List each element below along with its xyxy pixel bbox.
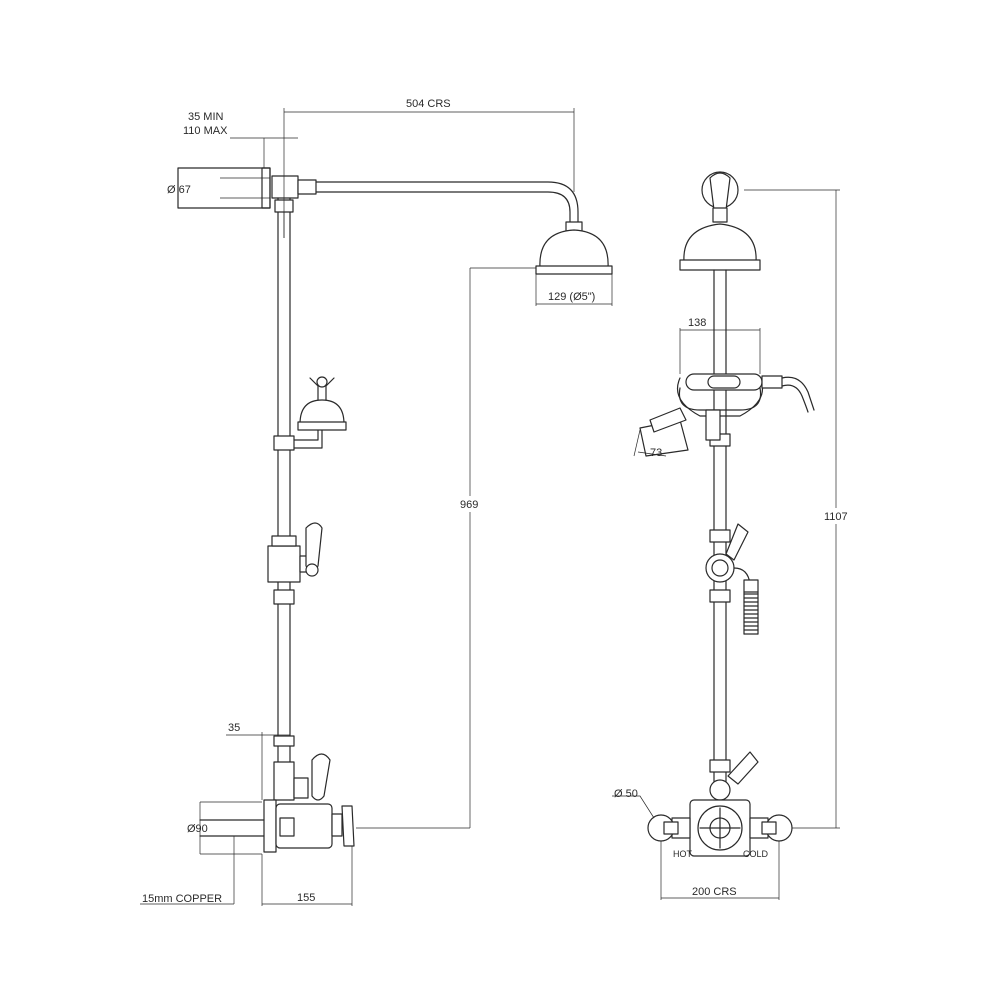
dim-dia-67: Ø 67 (167, 184, 191, 196)
dim-1107: 1107 (824, 511, 848, 523)
dim-110-max: 110 MAX (183, 125, 228, 137)
handset-holder (273, 435, 295, 451)
temperature-knob (341, 805, 355, 847)
front-diverter-lever (725, 523, 749, 561)
handset-cradle (678, 387, 762, 411)
front-shower-head (683, 223, 757, 263)
side-shower-head (539, 229, 609, 269)
coiled-hose (743, 579, 759, 635)
front-diverter (705, 553, 735, 583)
hot-label: HOT (673, 849, 693, 859)
hose-top (781, 376, 815, 411)
flow-lever (311, 753, 331, 801)
front-flow-lever (727, 751, 759, 785)
front-view: HOT COLD (639, 171, 815, 859)
wall-flange (177, 167, 271, 209)
top-tee (271, 175, 299, 199)
dim-dia-90: Ø90 (187, 823, 208, 835)
side-view (177, 167, 613, 853)
dim-155: 155 (297, 892, 315, 904)
cold-label: COLD (743, 849, 769, 859)
dim-969: 969 (460, 499, 478, 511)
dim-129-head: 129 (Ø5") (548, 291, 595, 303)
valve-plate (263, 799, 277, 853)
side-handset (299, 399, 345, 425)
dim-504-crs: 504 CRS (406, 98, 451, 110)
dim-73: 73 (650, 447, 662, 459)
dim-138: 138 (688, 317, 706, 329)
dim-200-crs: 200 CRS (692, 886, 737, 898)
dim-dia-50: Ø 50 (614, 788, 638, 800)
dim-35-min: 35 MIN (188, 111, 224, 123)
dim-35-valve: 35 (228, 722, 240, 734)
dimension-lines: 504 CRS 35 MIN 110 MAX Ø 67 129 (Ø5") 96… (140, 98, 852, 906)
dim-15mm-copper: 15mm COPPER (142, 893, 222, 905)
shower-arm (315, 181, 579, 225)
diverter-body (267, 545, 301, 583)
